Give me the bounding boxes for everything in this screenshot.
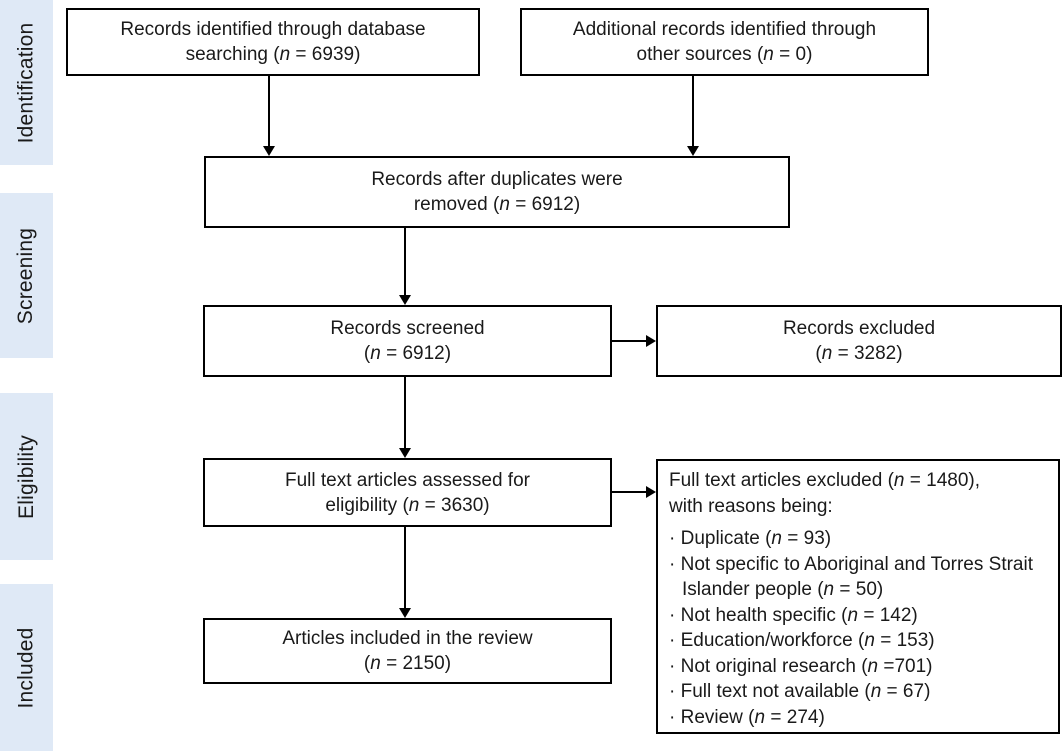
exclusion-reason: · Duplicate (n = 93) — [669, 528, 832, 549]
stage-label-identification: Identification — [14, 22, 38, 143]
arrow-dedup-to-screened-head — [399, 295, 411, 305]
exclusion-reason: · Review (n = 274) — [669, 706, 825, 728]
arrow-identified-to-dedup-head — [263, 146, 275, 156]
arrow-dedup-to-screened-line — [404, 228, 406, 295]
box-articles-included: Articles included in the review(n = 2150… — [203, 618, 612, 684]
arrow-assessed-to-ftexcluded-line — [612, 491, 646, 493]
exclusion-reason: · Not specific to Aboriginal and Torres … — [669, 553, 1033, 601]
exclusion-reason-list: · Duplicate (n = 93) · Not specific to Ab… — [669, 526, 1048, 730]
arrow-assessed-to-included-head — [399, 608, 411, 618]
stage-band-included: Included — [0, 584, 53, 751]
arrow-additional-to-dedup-head — [687, 146, 699, 156]
stage-label-screening: Screening — [14, 227, 38, 324]
arrow-screened-to-assessed-head — [399, 448, 411, 458]
fulltext-excluded-heading: Full text articles excluded (n = 1480),w… — [669, 470, 981, 517]
panel-fulltext-excluded: Full text articles excluded (n = 1480),w… — [656, 459, 1060, 734]
exclusion-reason: · Full text not available (n = 67) — [669, 681, 931, 702]
exclusion-reason: · Not original research (n =701) — [669, 655, 933, 677]
stage-band-identification: Identification — [0, 0, 53, 165]
arrow-additional-to-dedup-line — [692, 76, 694, 147]
exclusion-reason: · Not health specific (n = 142) — [669, 604, 918, 626]
stage-label-included: Included — [14, 627, 38, 708]
stage-band-eligibility: Eligibility — [0, 393, 53, 560]
arrow-screened-to-excluded-head — [646, 335, 656, 347]
arrow-assessed-to-ftexcluded-head — [646, 486, 656, 498]
arrow-identified-to-dedup-line — [268, 76, 270, 147]
box-records-screened: Records screened(n = 6912) — [203, 305, 612, 377]
box-records-screened-text: Records screened(n = 6912) — [330, 318, 485, 364]
box-records-excluded: Records excluded(n = 3282) — [656, 305, 1062, 377]
stage-label-eligibility: Eligibility — [14, 434, 38, 519]
arrow-assessed-to-included-line — [404, 527, 406, 608]
arrow-screened-to-assessed-line — [404, 377, 406, 448]
box-articles-included-text: Articles included in the review(n = 2150… — [282, 628, 533, 674]
box-records-excluded-text: Records excluded(n = 3282) — [782, 318, 936, 364]
stage-band-screening: Screening — [0, 193, 53, 358]
arrow-screened-to-excluded-line — [612, 340, 646, 342]
exclusion-reason: · Education/workforce (n = 153) — [669, 630, 935, 651]
